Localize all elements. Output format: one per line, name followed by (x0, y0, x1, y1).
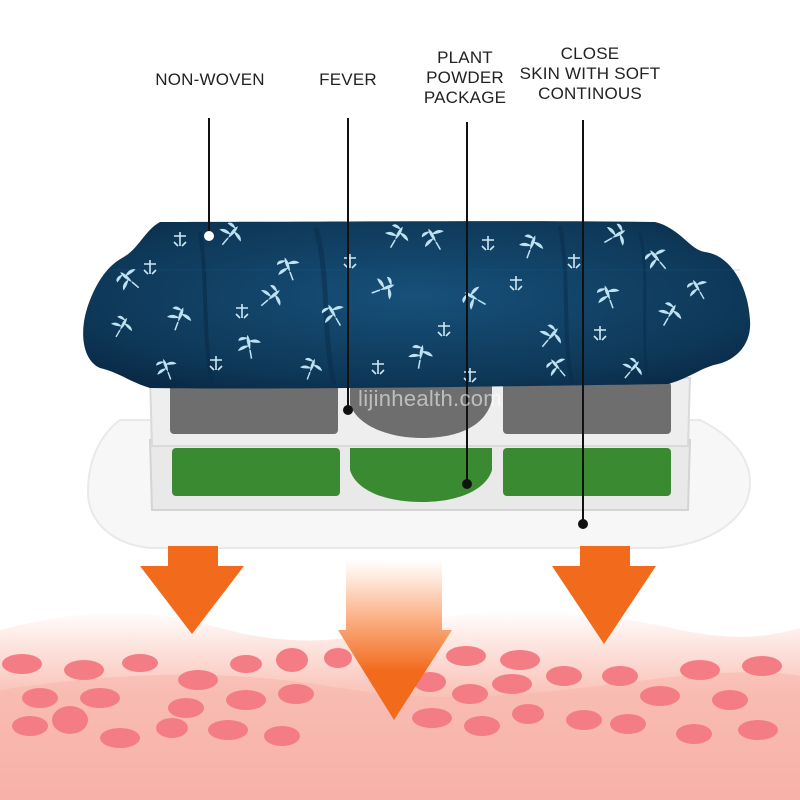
skin-cell (122, 654, 158, 672)
skin-cell (566, 710, 602, 730)
arrow-left (140, 546, 244, 634)
powder-pad-left (172, 448, 340, 496)
skin-cell (546, 666, 582, 686)
label-close-skin-line2: SKIN WITH SOFT (519, 64, 661, 83)
skin-cell (168, 698, 204, 718)
label-close-skin-line1: CLOSE (560, 44, 620, 63)
skin-cell (22, 688, 58, 708)
skin-cell (276, 648, 308, 672)
skin-cell (230, 655, 262, 673)
arrow-center (338, 560, 452, 720)
leader-lines (208, 118, 584, 524)
label-non-woven: NON-WOVEN (120, 70, 300, 90)
skin-cell (414, 672, 446, 692)
fever-pad-center (350, 382, 492, 438)
label-fever: FEVER (288, 70, 408, 90)
skin-cell (738, 720, 778, 740)
skin-cell (640, 686, 680, 706)
skin-cell (324, 648, 352, 668)
label-dot-icon (204, 231, 588, 529)
skin-cell (464, 716, 500, 736)
label-plant-powder-line1: PLANT (437, 48, 493, 67)
skin-cell (156, 718, 188, 738)
powder-pad-center (350, 448, 492, 502)
skin-cell (680, 660, 720, 680)
powder-pad-right (503, 448, 671, 496)
fever-pad-left (170, 382, 338, 434)
skin-cell (610, 714, 646, 734)
label-plant-powder: PLANT POWDER PACKAGE (395, 48, 535, 108)
skin-cell (512, 704, 544, 724)
skin-cell (278, 684, 314, 704)
skin-cell (178, 670, 218, 690)
skin-cell (602, 666, 638, 686)
skin-cell (12, 716, 48, 736)
skin-cell (226, 690, 266, 710)
skin-cell (412, 708, 452, 728)
skin-cell (492, 674, 532, 694)
label-non-woven-text: NON-WOVEN (155, 70, 265, 89)
fever-pad-right (503, 382, 671, 434)
skin-cell (64, 660, 104, 680)
skin-cell (80, 688, 120, 708)
arrow-down-icon (140, 546, 656, 720)
label-close-skin-line3: CONTINOUS (538, 84, 642, 103)
skin-cell (2, 654, 42, 674)
skin-cell (676, 724, 712, 744)
skin-cell (264, 726, 300, 746)
label-close-skin: CLOSE SKIN WITH SOFT CONTINOUS (510, 44, 670, 104)
skin-cell (712, 690, 748, 710)
label-plant-powder-line3: PACKAGE (423, 88, 507, 107)
label-fever-text: FEVER (319, 70, 377, 89)
skin-cell (52, 706, 88, 734)
skin-cell (500, 650, 540, 670)
skin-cell (742, 656, 782, 676)
skin-cell (100, 728, 140, 748)
skin-cells (2, 646, 782, 748)
skin-cell (208, 720, 248, 740)
label-plant-powder-line2: POWDER (426, 68, 504, 87)
watermark: lijinhealth.com (358, 386, 502, 411)
plant-powder-layer (148, 439, 692, 511)
skin-cell (446, 646, 486, 666)
fever-layer (148, 377, 692, 447)
skin-cell (452, 684, 488, 704)
non-woven-patch (83, 217, 751, 389)
arrow-right (552, 546, 656, 644)
